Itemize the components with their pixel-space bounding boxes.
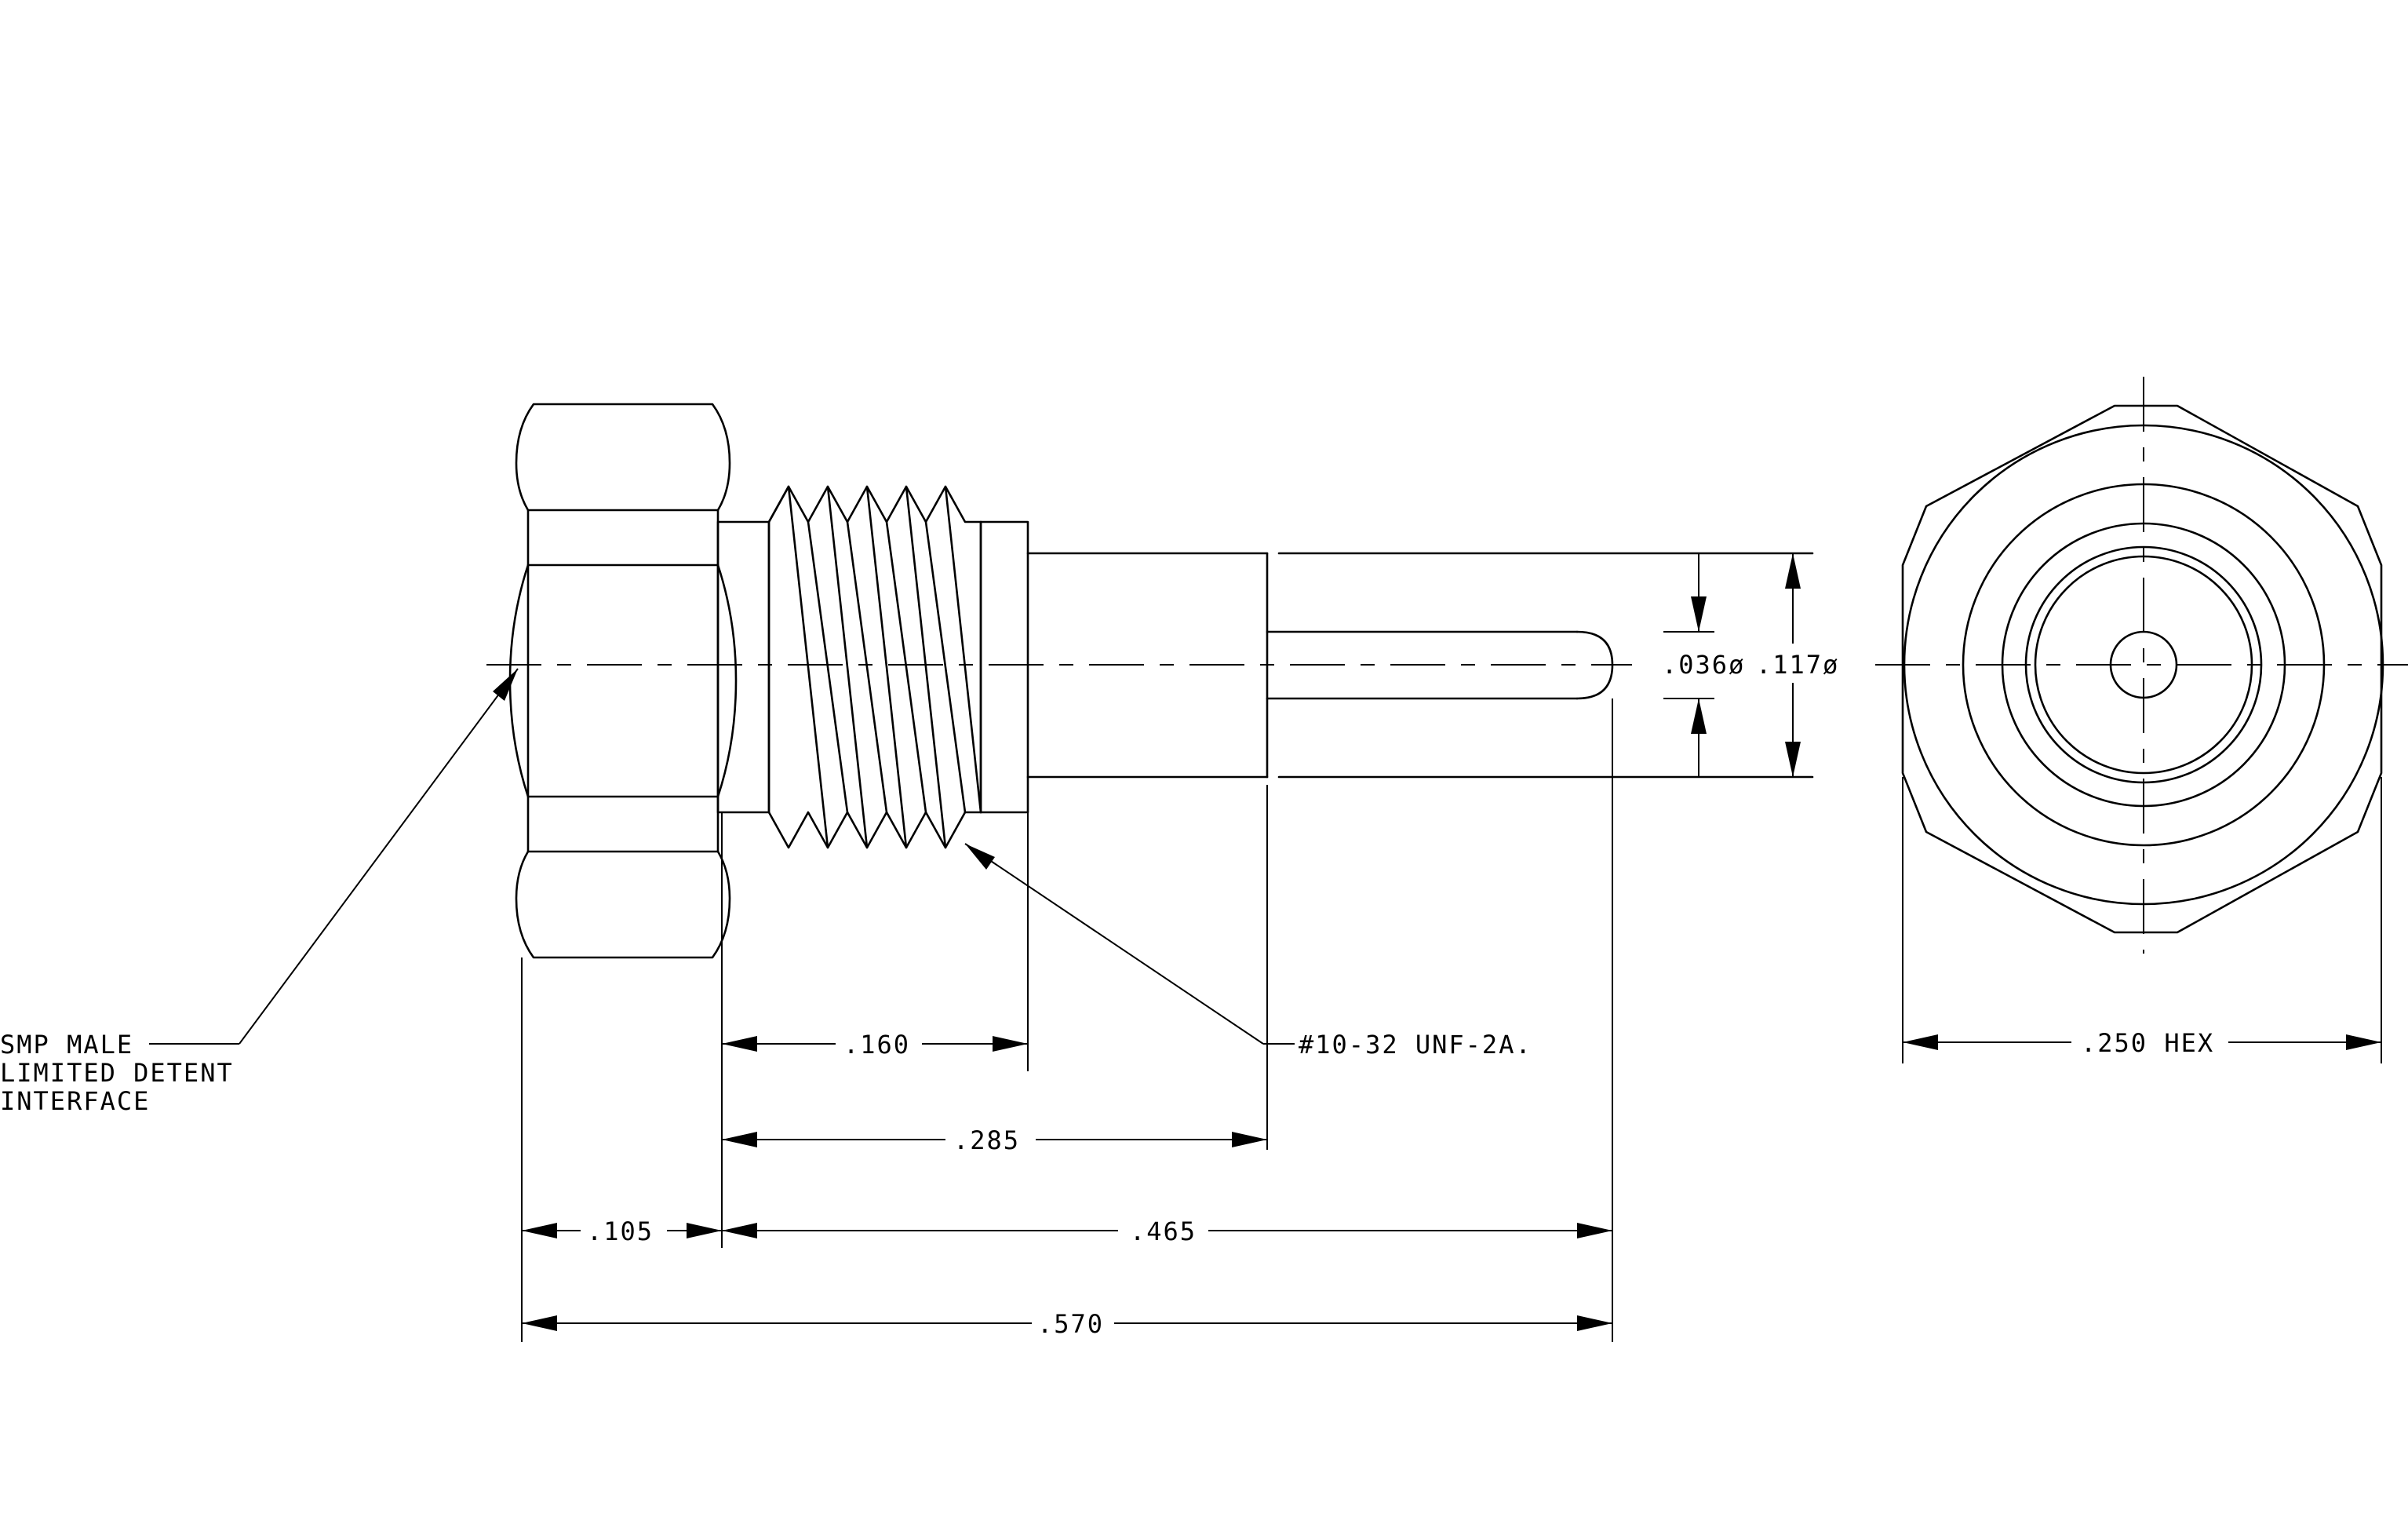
hex-outline: [1901, 404, 2383, 934]
dim-036-label: .036ø: [1662, 650, 1745, 680]
interface-callout-line2: LIMITED DETENT: [0, 1058, 234, 1088]
dim-160: .160: [722, 1030, 1028, 1060]
thread-callout: #10-32 UNF-2A.: [1299, 1030, 1532, 1060]
dim-117-label: .117ø: [1756, 650, 1839, 680]
interface-callout-line3: INTERFACE: [0, 1086, 150, 1116]
dim-036: [1691, 553, 1707, 777]
thread-leader: #10-32 UNF-2A.: [964, 843, 1532, 1060]
end-view: .250 HEX: [1875, 377, 2408, 1063]
hex-nut: [508, 403, 738, 959]
interface-callout-line1: SMP MALE: [0, 1030, 133, 1060]
collar: [979, 520, 1029, 814]
dim-465: .465: [722, 1216, 1612, 1246]
dim-105: .105: [522, 1216, 722, 1246]
dim-465-label: .465: [1130, 1216, 1197, 1246]
interface-leader: SMP MALE LIMITED DETENT INTERFACE: [0, 668, 519, 1116]
dim-570: .570: [522, 1309, 1612, 1339]
dim-285: .285: [722, 1125, 1267, 1155]
dim-hex-label: .250 HEX: [2081, 1028, 2214, 1058]
dim-570-label: .570: [1037, 1309, 1104, 1339]
dim-105-label: .105: [587, 1216, 654, 1246]
dim-160-label: .160: [843, 1030, 910, 1060]
side-view: .036ø .117ø .160 .285 .105: [0, 403, 1839, 1342]
extension-lines: [521, 631, 1714, 1342]
dim-hex: .250 HEX: [1903, 1028, 2381, 1058]
thread-section: [767, 485, 982, 849]
dim-285-label: .285: [953, 1125, 1020, 1155]
